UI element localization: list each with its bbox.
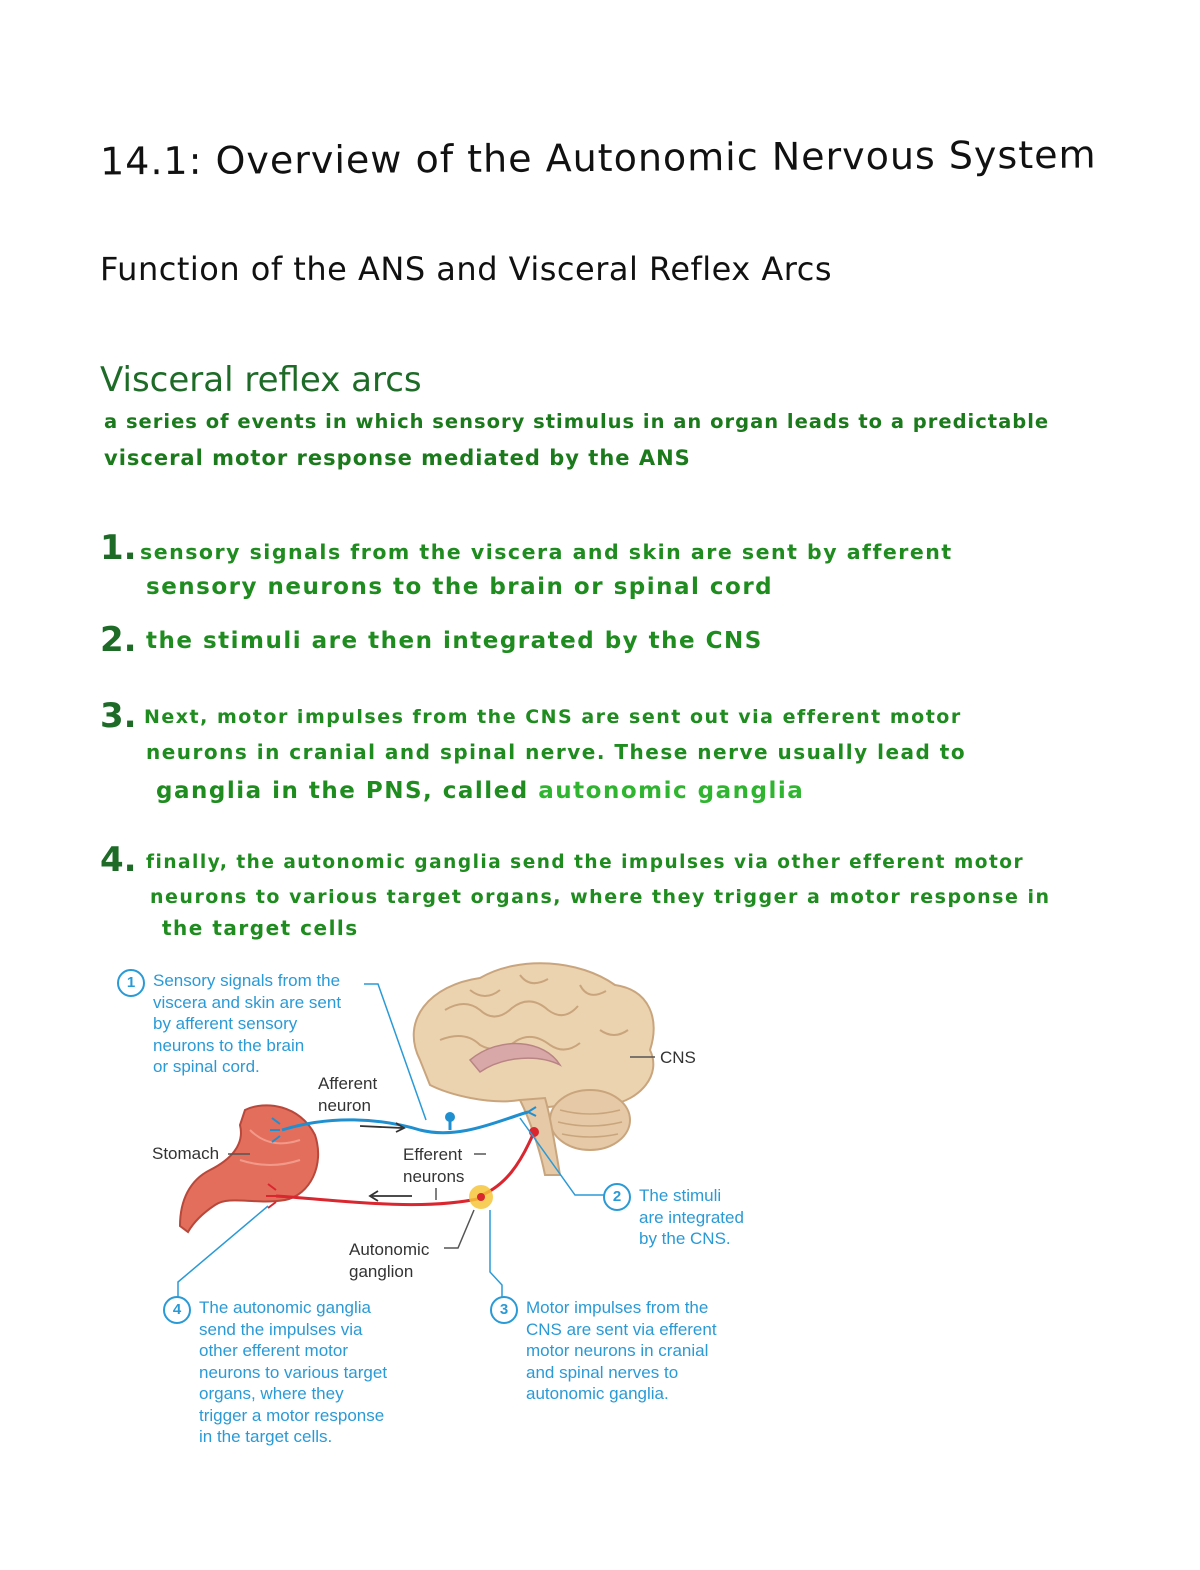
section-heading: Visceral reflex arcs bbox=[100, 360, 422, 400]
step-1-number: 1. bbox=[100, 528, 137, 568]
leader-lines bbox=[177, 983, 655, 1300]
callout-3-number: 3 bbox=[490, 1296, 518, 1324]
page-subtitle: Function of the ANS and Visceral Reflex … bbox=[100, 250, 833, 288]
cns-label: CNS bbox=[660, 1048, 696, 1067]
efferent-neurons-label: Efferent neurons bbox=[403, 1145, 465, 1186]
afferent-neuron-path bbox=[270, 1106, 537, 1143]
step-3-line-1: Next, motor impulses from the CNS are se… bbox=[144, 706, 962, 728]
callout-2-text: The stimuli are integrated by the CNS. bbox=[639, 1186, 744, 1248]
callout-2-number: 2 bbox=[603, 1183, 631, 1211]
step-4-line-3: the target cells bbox=[162, 916, 359, 940]
callout-1-number: 1 bbox=[117, 969, 145, 997]
callout-4-number: 4 bbox=[163, 1296, 191, 1324]
callout-3-text: Motor impulses from the CNS are sent via… bbox=[526, 1298, 717, 1403]
step-2-number: 2. bbox=[100, 620, 137, 660]
step-2-line-1: the stimuli are then integrated by the C… bbox=[146, 628, 763, 654]
autonomic-ganglion-label: Autonomic ganglion bbox=[349, 1240, 430, 1281]
step-3-line-3: ganglia in the PNS, called autonomic gan… bbox=[156, 778, 804, 804]
step-1-line-2: sensory neurons to the brain or spinal c… bbox=[146, 574, 774, 600]
step-4-line-2: neurons to various target organs, where … bbox=[150, 886, 1051, 908]
step-4-line-1: finally, the autonomic ganglia send the … bbox=[146, 852, 1025, 873]
step-3-number: 3. bbox=[100, 696, 137, 736]
brain-illustration bbox=[412, 962, 655, 1176]
callout-4-text: The autonomic ganglia send the impulses … bbox=[199, 1298, 388, 1446]
callout-1-text: Sensory signals from the viscera and ski… bbox=[153, 971, 342, 1076]
step-3-line-3-prefix: ganglia in the PNS, called bbox=[156, 778, 529, 804]
definition-line-2: visceral motor response mediated by the … bbox=[104, 446, 691, 470]
step-4-number: 4. bbox=[100, 840, 137, 880]
afferent-neuron-label: Afferent neuron bbox=[318, 1074, 378, 1115]
stomach-label: Stomach bbox=[152, 1144, 220, 1163]
step-1-line-1: sensory signals from the viscera and ski… bbox=[140, 540, 953, 564]
definition-line-1: a series of events in which sensory stim… bbox=[104, 410, 1050, 433]
afferent-direction-arrow bbox=[359, 1125, 403, 1129]
autonomic-ganglia-term: autonomic ganglia bbox=[538, 778, 805, 804]
step-3-line-2: neurons in cranial and spinal nerve. The… bbox=[146, 740, 967, 764]
